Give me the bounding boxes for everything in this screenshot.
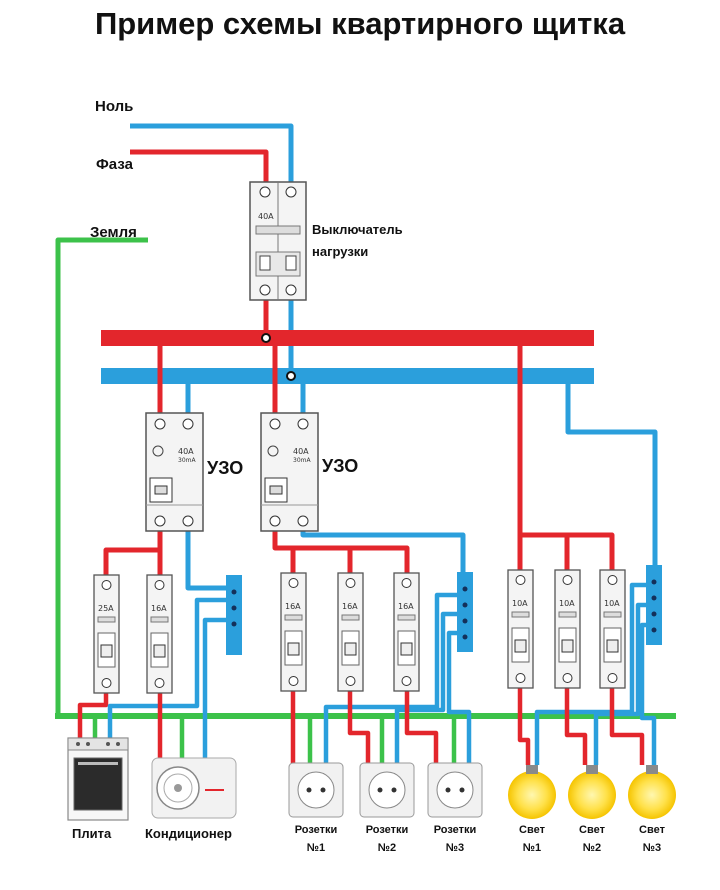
- neutral-bus-junction: [286, 371, 296, 381]
- socket1-neutral-wire: [323, 592, 457, 765]
- ac-neutral-wire: [202, 617, 226, 760]
- light-bulb-3-icon: [628, 765, 676, 819]
- breaker-7-rating: 10А: [559, 599, 575, 608]
- light-bulb-1-icon: [508, 765, 556, 819]
- light1-neutral-wire: [534, 582, 646, 765]
- socket3-label-line1: Розетки: [434, 824, 477, 836]
- neutral-label: Ноль: [95, 98, 133, 115]
- phase-bus: [101, 330, 594, 346]
- neutral-terminal-blocks: [226, 565, 662, 655]
- stove-phase-wire: [77, 688, 109, 740]
- rcd2-label: УЗО: [322, 456, 358, 476]
- neutral-terminal-1: [226, 575, 242, 655]
- stove-label: Плита: [72, 826, 112, 841]
- breaker-4-rating: 16А: [342, 602, 358, 611]
- socket3-phase-wire: [404, 688, 439, 765]
- neutral-input-wire: [130, 123, 294, 190]
- neutral-terminal-3: [646, 565, 662, 645]
- main-switch-label-line1: Выключатель: [312, 222, 403, 237]
- light-phase-distribution: [520, 532, 615, 572]
- light2-neutral-wire: [593, 602, 646, 765]
- earth-label: Земля: [90, 224, 137, 241]
- socket3-label-line2: №3: [446, 842, 464, 854]
- ac-label: Кондиционер: [145, 826, 232, 841]
- rcd-1: 40А 30mA: [145, 412, 204, 532]
- breaker-2-rating: 16А: [151, 604, 167, 613]
- earth-input-wire: [55, 237, 148, 716]
- socket2-label-line1: Розетки: [366, 824, 409, 836]
- diagram-title: Пример схемы квартирного щитка: [94, 6, 626, 41]
- light1-label-line1: Свет: [519, 824, 546, 836]
- phase-label: Фаза: [96, 156, 134, 173]
- breaker-5-rating: 16А: [398, 602, 414, 611]
- rcd1-sub: 30mA: [178, 457, 196, 464]
- light1-label-line2: №1: [523, 842, 541, 854]
- phase-input-wire: [130, 149, 269, 190]
- light2-phase-wire: [564, 685, 588, 765]
- socket-1-icon: [288, 762, 344, 818]
- rcd2-sub: 30mA: [293, 457, 311, 464]
- rcd1-label: УЗО: [207, 458, 243, 478]
- stove-icon: [67, 737, 129, 821]
- breaker-7: 10А: [554, 569, 581, 689]
- breaker-3-rating: 16А: [285, 602, 301, 611]
- main-switch-label-line2: нагрузки: [312, 244, 368, 259]
- socket1-label-line2: №1: [307, 842, 325, 854]
- socket2-label-line2: №2: [378, 842, 396, 854]
- neutral-terminal-2: [457, 572, 473, 652]
- main-switch-rating: 40А: [258, 212, 274, 221]
- breaker-6: 10А: [507, 569, 534, 689]
- rcd-2: 40А 30mA: [260, 412, 319, 532]
- socket-2-icon: [359, 762, 415, 818]
- breaker-4: 16А: [337, 572, 364, 692]
- socket1-label-line1: Розетки: [295, 824, 338, 836]
- rcd2-rating: 40А: [293, 447, 309, 456]
- socket2-neutral-wire: [394, 611, 457, 765]
- breaker-5: 16А: [393, 572, 420, 692]
- light1-phase-wire: [517, 685, 531, 765]
- socket2-phase-wire: [347, 688, 371, 765]
- light3-phase-wire: [609, 685, 645, 765]
- phase-bus-junction: [261, 333, 271, 343]
- breaker-1: 25А: [93, 574, 120, 694]
- rcd1-neutral-out: [185, 528, 228, 591]
- light3-label-line1: Свет: [639, 824, 666, 836]
- socket-3-icon: [427, 762, 483, 818]
- socket3-neutral-wire: [446, 630, 472, 765]
- light-neutral-feed: [565, 384, 658, 570]
- breaker-1-rating: 25А: [98, 604, 114, 613]
- light3-label-line2: №3: [643, 842, 661, 854]
- light3-neutral-wire: [639, 622, 657, 765]
- rcd2-neutral-out: [300, 528, 466, 575]
- rcd1-rating: 40А: [178, 447, 194, 456]
- air-conditioner-icon: [151, 757, 237, 819]
- rcd2-phase-out: [272, 528, 410, 578]
- rcd1-phase-out: [103, 528, 163, 580]
- main-switch: 40А: [249, 181, 307, 301]
- breaker-8-rating: 10А: [604, 599, 620, 608]
- breaker-2: 16А: [146, 574, 173, 694]
- breaker-8: 10А: [599, 569, 626, 689]
- light2-label-line1: Свет: [579, 824, 606, 836]
- light-bulb-2-icon: [568, 765, 616, 819]
- breaker-3: 16А: [280, 572, 307, 692]
- breaker-6-rating: 10А: [512, 599, 528, 608]
- stove-neutral-wire: [107, 597, 226, 740]
- light2-label-line2: №2: [583, 842, 601, 854]
- input-wires: [55, 123, 294, 716]
- neutral-bus: [101, 368, 594, 384]
